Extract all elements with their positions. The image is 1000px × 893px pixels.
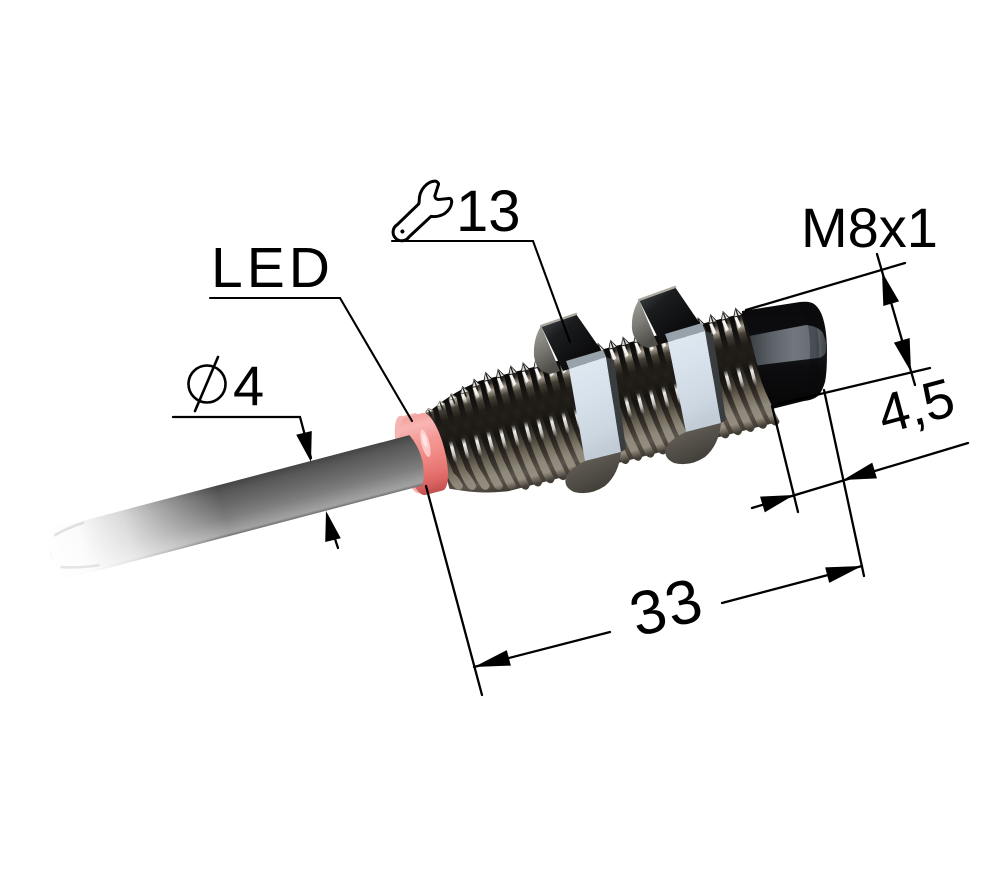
- svg-text:13: 13: [456, 179, 521, 244]
- svg-text:LED: LED: [211, 236, 334, 300]
- svg-text:4: 4: [233, 354, 264, 417]
- svg-text:M8x1: M8x1: [801, 196, 938, 259]
